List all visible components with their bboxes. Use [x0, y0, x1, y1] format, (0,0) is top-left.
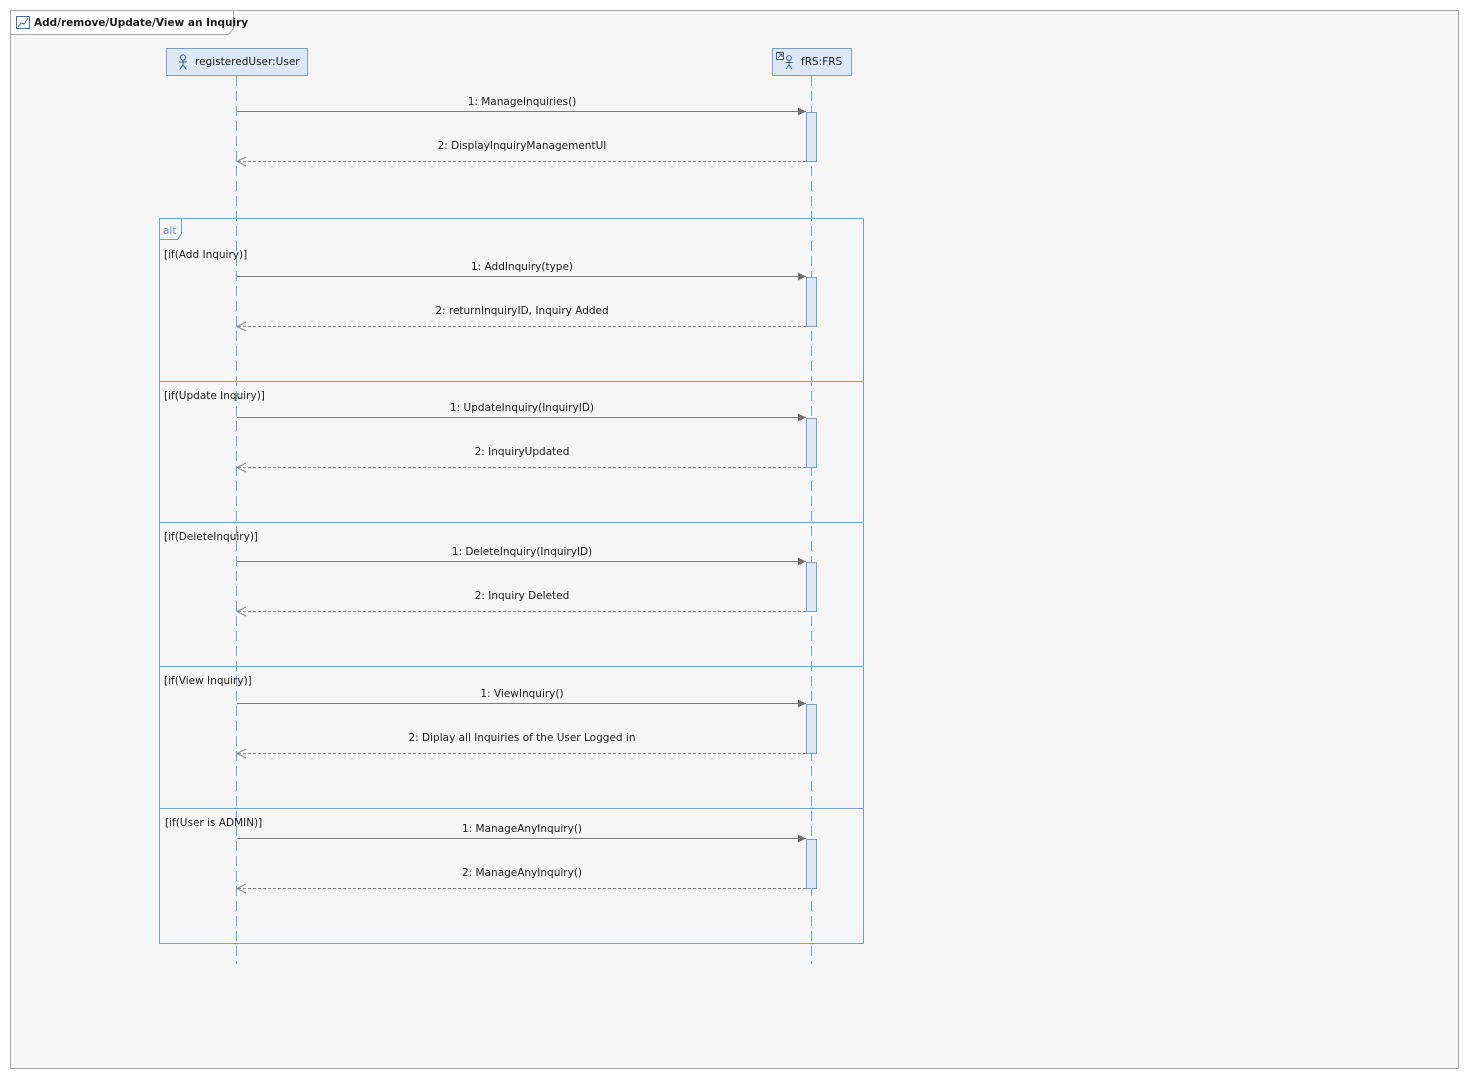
- message-label: 1: ManageInquiries(): [468, 96, 577, 108]
- message-label: 2: DisplayInquiryManagementUI: [438, 140, 607, 152]
- message-label: 2: Diplay all Inquiries of the User Logg…: [409, 732, 636, 744]
- lifeline-user-label: registeredUser:User: [195, 56, 300, 68]
- guard-update-inquiry: [if(Update Inquiry)]: [164, 390, 265, 402]
- message-label: 1: DeleteInquiry(InquiryID): [452, 546, 592, 558]
- message-label: 1: UpdateInquiry(InquiryID): [450, 402, 594, 414]
- external-actor-icon: [776, 52, 793, 70]
- activation-bar: [806, 839, 817, 889]
- alt-operator-tab: [159, 218, 182, 240]
- lifeline-head-frs[interactable]: fRS:FRS: [772, 48, 852, 76]
- return-arrowhead: [235, 606, 247, 617]
- return-arrowhead: [235, 883, 247, 894]
- message-label: 2: returnInquiryID, Inquiry Added: [435, 305, 608, 317]
- return-arrowhead: [235, 748, 247, 759]
- guard-add-inquiry: [if(Add Inquiry)]: [164, 249, 247, 261]
- activation-bar: [806, 277, 817, 327]
- activation-bar: [806, 418, 817, 468]
- diagram-icon: [16, 16, 30, 29]
- return-arrowhead: [235, 321, 247, 332]
- guard-view-inquiry: [if(View Inquiry)]: [164, 675, 252, 687]
- activation-bar: [806, 112, 817, 162]
- message-label: 1: AddInquiry(type): [471, 261, 573, 273]
- message-label: 1: ViewInquiry(): [480, 688, 563, 700]
- return-arrowhead: [235, 156, 247, 167]
- guard-delete-inquiry: [if(DeleteInquiry)]: [164, 531, 258, 543]
- actor-icon: [179, 54, 187, 70]
- message-label: 1: ManageAnyInquiry(): [462, 823, 582, 835]
- alt-fragment: alt: [159, 218, 864, 944]
- diagram-title-tab: [10, 10, 234, 35]
- guard-user-is-admin: [if(User is ADMIN)]: [165, 817, 262, 829]
- diagram-title: Add/remove/Update/View an Inquiry: [34, 17, 248, 29]
- message-label: 2: InquiryUpdated: [475, 446, 570, 458]
- message-label: 2: Inquiry Deleted: [475, 590, 570, 602]
- lifeline-frs-label: fRS:FRS: [801, 56, 843, 68]
- diagram-frame: [10, 10, 1459, 1069]
- message-label: 2: ManageAnyInquiry(): [462, 867, 582, 879]
- activation-bar: [806, 562, 817, 612]
- lifeline-head-user[interactable]: registeredUser:User: [166, 48, 308, 76]
- return-arrowhead: [235, 462, 247, 473]
- activation-bar: [806, 704, 817, 754]
- alt-operator-label: alt: [163, 225, 176, 237]
